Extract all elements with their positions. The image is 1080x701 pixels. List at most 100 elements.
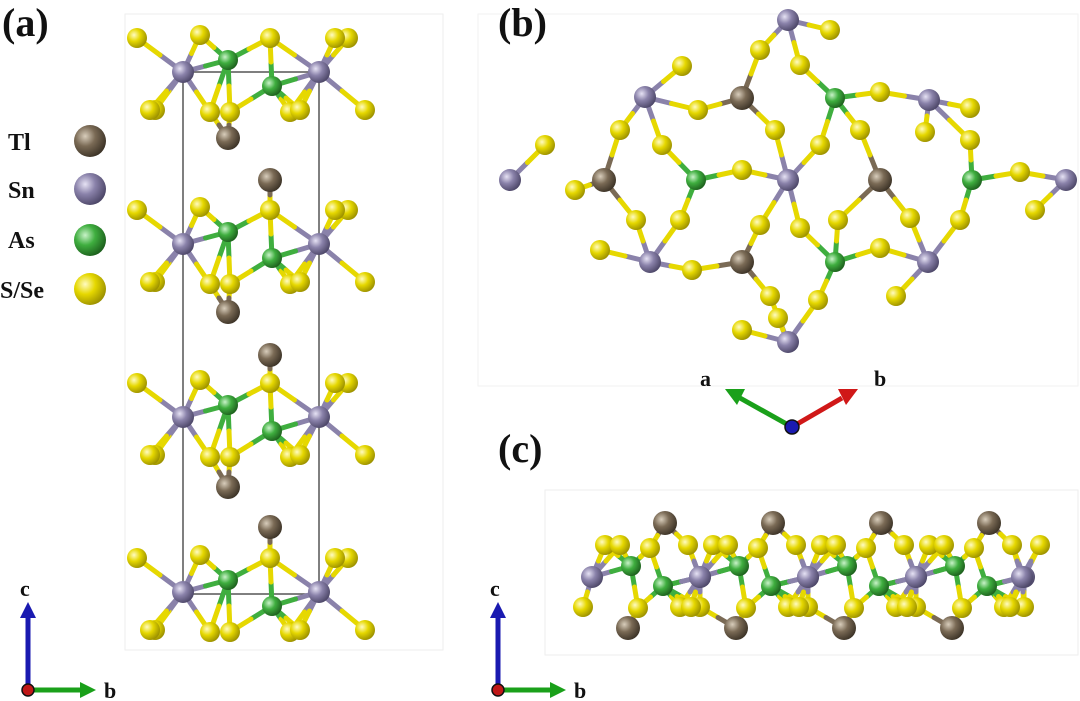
tl-atom [258,515,282,539]
sn-atom [918,89,940,111]
as-atom [837,556,857,576]
legend-label-tl: Tl [8,130,31,156]
as-atom [262,421,282,441]
as-atom [218,50,238,70]
tl-atom [616,616,640,640]
s-atom [190,25,210,45]
s-atom [200,622,220,642]
sn-atom [634,86,656,108]
s-atom [140,445,160,465]
s-atom [964,538,984,558]
s-atom [810,135,830,155]
tl-atom [832,616,856,640]
s-atom [190,545,210,565]
s-atom [811,535,831,555]
sn-atom [308,406,330,428]
structure-panel-b [499,9,1077,353]
as-atom [262,248,282,268]
sn-atom [172,581,194,603]
s-atom [850,120,870,140]
s-atom [626,210,646,230]
panel-label-a: (a) [2,0,49,45]
s-atom [535,135,555,155]
s-atom [1014,597,1034,617]
axis-a-label-b: a [700,366,711,391]
as-atom [962,170,982,190]
s-atom [200,447,220,467]
s-atom [640,538,660,558]
s-atom [652,135,672,155]
s-atom [688,100,708,120]
s-atom [820,20,840,40]
sn-atom [639,251,661,273]
tl-atom [730,250,754,274]
as-atom [218,222,238,242]
s-atom [915,122,935,142]
sn-atom [1011,566,1033,588]
as-atom [621,556,641,576]
as-atom [825,88,845,108]
s-atom [325,373,345,393]
tl-atom [216,475,240,499]
as-atom [653,576,673,596]
s-atom [355,100,375,120]
s-atom [732,160,752,180]
s-atom [290,272,310,292]
axis-c-label-a: c [20,576,30,601]
as-atom [825,252,845,272]
as-atom [945,556,965,576]
legend-label-as: As [8,228,35,254]
as-atom [977,576,997,596]
s-atom [748,538,768,558]
s-atom [260,200,280,220]
s-atom [672,56,692,76]
tl-atom [653,511,677,535]
tl-atom [940,616,964,640]
s-atom [750,40,770,60]
tl-atom [258,343,282,367]
s-atom [127,373,147,393]
axis-indicator-c: c b [490,576,586,701]
s-atom [565,180,585,200]
tl-atom [724,616,748,640]
s-atom [200,274,220,294]
s-atom [595,535,615,555]
tl-atom [730,86,754,110]
s-atom [765,120,785,140]
s-atom [950,210,970,230]
sn-atom [905,566,927,588]
s-atom [894,535,914,555]
s-atom [682,260,702,280]
s-atom [736,598,756,618]
s-atom [610,120,630,140]
sn-atom [777,9,799,31]
s-atom [140,272,160,292]
s-atom [952,598,972,618]
s-atom [678,535,698,555]
s-atom [760,286,780,306]
s-atom [670,210,690,230]
s-atom [870,238,890,258]
s-atom [140,620,160,640]
s-atom [732,320,752,340]
sn-atom [1055,169,1077,191]
s-atom [960,98,980,118]
sn-atom [917,251,939,273]
s-atom [127,548,147,568]
s-atom [750,215,770,235]
legend-label-sn: Sn [8,178,35,204]
axis-c-label-c: c [490,576,500,601]
s-atom [786,535,806,555]
axis-indicator-b: a b [700,366,886,435]
panel-label-b: (b) [498,0,547,45]
s-atom [828,210,848,230]
axis-b-label-a: b [104,678,116,701]
s-atom [808,290,828,310]
as-atom [218,570,238,590]
s-atom [290,620,310,640]
s-atom [590,240,610,260]
s-atom [856,538,876,558]
s-atom [200,102,220,122]
unit-cell-outline [182,71,320,595]
s-atom [1000,597,1020,617]
